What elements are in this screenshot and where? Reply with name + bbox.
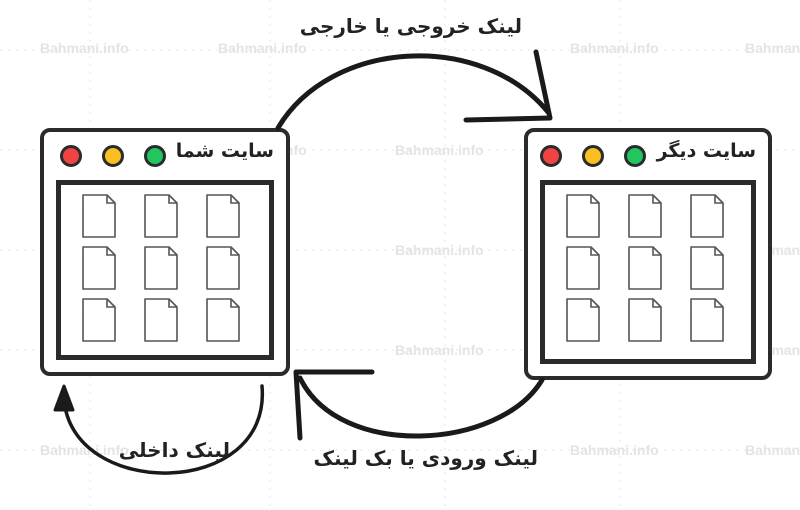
document-fold xyxy=(652,195,661,204)
document-icon xyxy=(566,246,600,290)
your-site-title: سایت شما xyxy=(175,140,274,162)
document-icon xyxy=(628,246,662,290)
document-icon xyxy=(566,298,600,342)
document-icon xyxy=(206,298,240,342)
document-fold xyxy=(714,299,723,308)
other-site-window: سایت دیگر xyxy=(524,128,772,380)
document-icon xyxy=(206,246,240,290)
internal-link-label: لینک داخلی xyxy=(118,438,230,462)
document-icon xyxy=(144,298,178,342)
document-fold xyxy=(106,299,115,308)
document-fold xyxy=(714,247,723,256)
other-site-title: سایت دیگر xyxy=(656,140,756,162)
document-icon-grid xyxy=(566,194,724,342)
close-dot xyxy=(60,145,82,167)
watermark-text: Bahmani.info xyxy=(40,442,129,458)
internal-link-arrow xyxy=(62,384,264,475)
document-icon xyxy=(628,298,662,342)
document-icon xyxy=(82,298,116,342)
document-fold xyxy=(230,195,239,204)
document-fold xyxy=(652,299,661,308)
document-fold xyxy=(230,247,239,256)
close-dot xyxy=(540,145,562,167)
document-fold xyxy=(106,195,115,204)
inbound-arrowhead xyxy=(293,369,375,441)
document-icon xyxy=(82,246,116,290)
watermark-text: Bahmani.info xyxy=(395,342,484,358)
your-site-window: سایت شما xyxy=(40,128,290,376)
watermark-text: Bahmani.info xyxy=(40,40,129,56)
document-icon xyxy=(82,194,116,238)
document-fold xyxy=(590,247,599,256)
document-fold xyxy=(168,195,177,204)
document-icon xyxy=(144,246,178,290)
document-icon xyxy=(690,298,724,342)
document-fold xyxy=(590,299,599,308)
document-icon xyxy=(690,194,724,238)
document-icon xyxy=(628,194,662,238)
watermark-text: Bahmani.info xyxy=(218,40,307,56)
document-icon xyxy=(566,194,600,238)
minimize-dot xyxy=(582,145,604,167)
document-fold xyxy=(106,247,115,256)
document-fold xyxy=(714,195,723,204)
document-icon-grid xyxy=(82,194,240,342)
your-site-content-frame xyxy=(56,180,274,360)
maximize-dot xyxy=(144,145,166,167)
watermark-text: Bahmani.info xyxy=(745,40,800,56)
watermark-text: Bahmani.info xyxy=(395,242,484,258)
outbound-link-label: لینک خروجی یا خارجی xyxy=(299,14,522,38)
document-fold xyxy=(652,247,661,256)
document-icon xyxy=(690,246,724,290)
maximize-dot xyxy=(624,145,646,167)
other-site-content-frame xyxy=(540,180,756,364)
inbound-link-arrow xyxy=(297,375,545,439)
watermark-text: Bahmani.info xyxy=(570,40,659,56)
document-fold xyxy=(590,195,599,204)
inbound-link-label: لینک ورودی یا بک لینک xyxy=(313,446,538,470)
watermark-text: Bahmani.info xyxy=(745,442,800,458)
document-fold xyxy=(230,299,239,308)
watermark-text: Bahmani.info xyxy=(395,142,484,158)
watermark-text: Bahmani.info xyxy=(570,442,659,458)
document-icon xyxy=(144,194,178,238)
outbound-link-arrow xyxy=(275,53,551,131)
document-fold xyxy=(168,299,177,308)
internal-arrowhead xyxy=(53,384,75,412)
document-fold xyxy=(168,247,177,256)
document-icon xyxy=(206,194,240,238)
minimize-dot xyxy=(102,145,124,167)
outbound-arrowhead xyxy=(463,49,553,123)
